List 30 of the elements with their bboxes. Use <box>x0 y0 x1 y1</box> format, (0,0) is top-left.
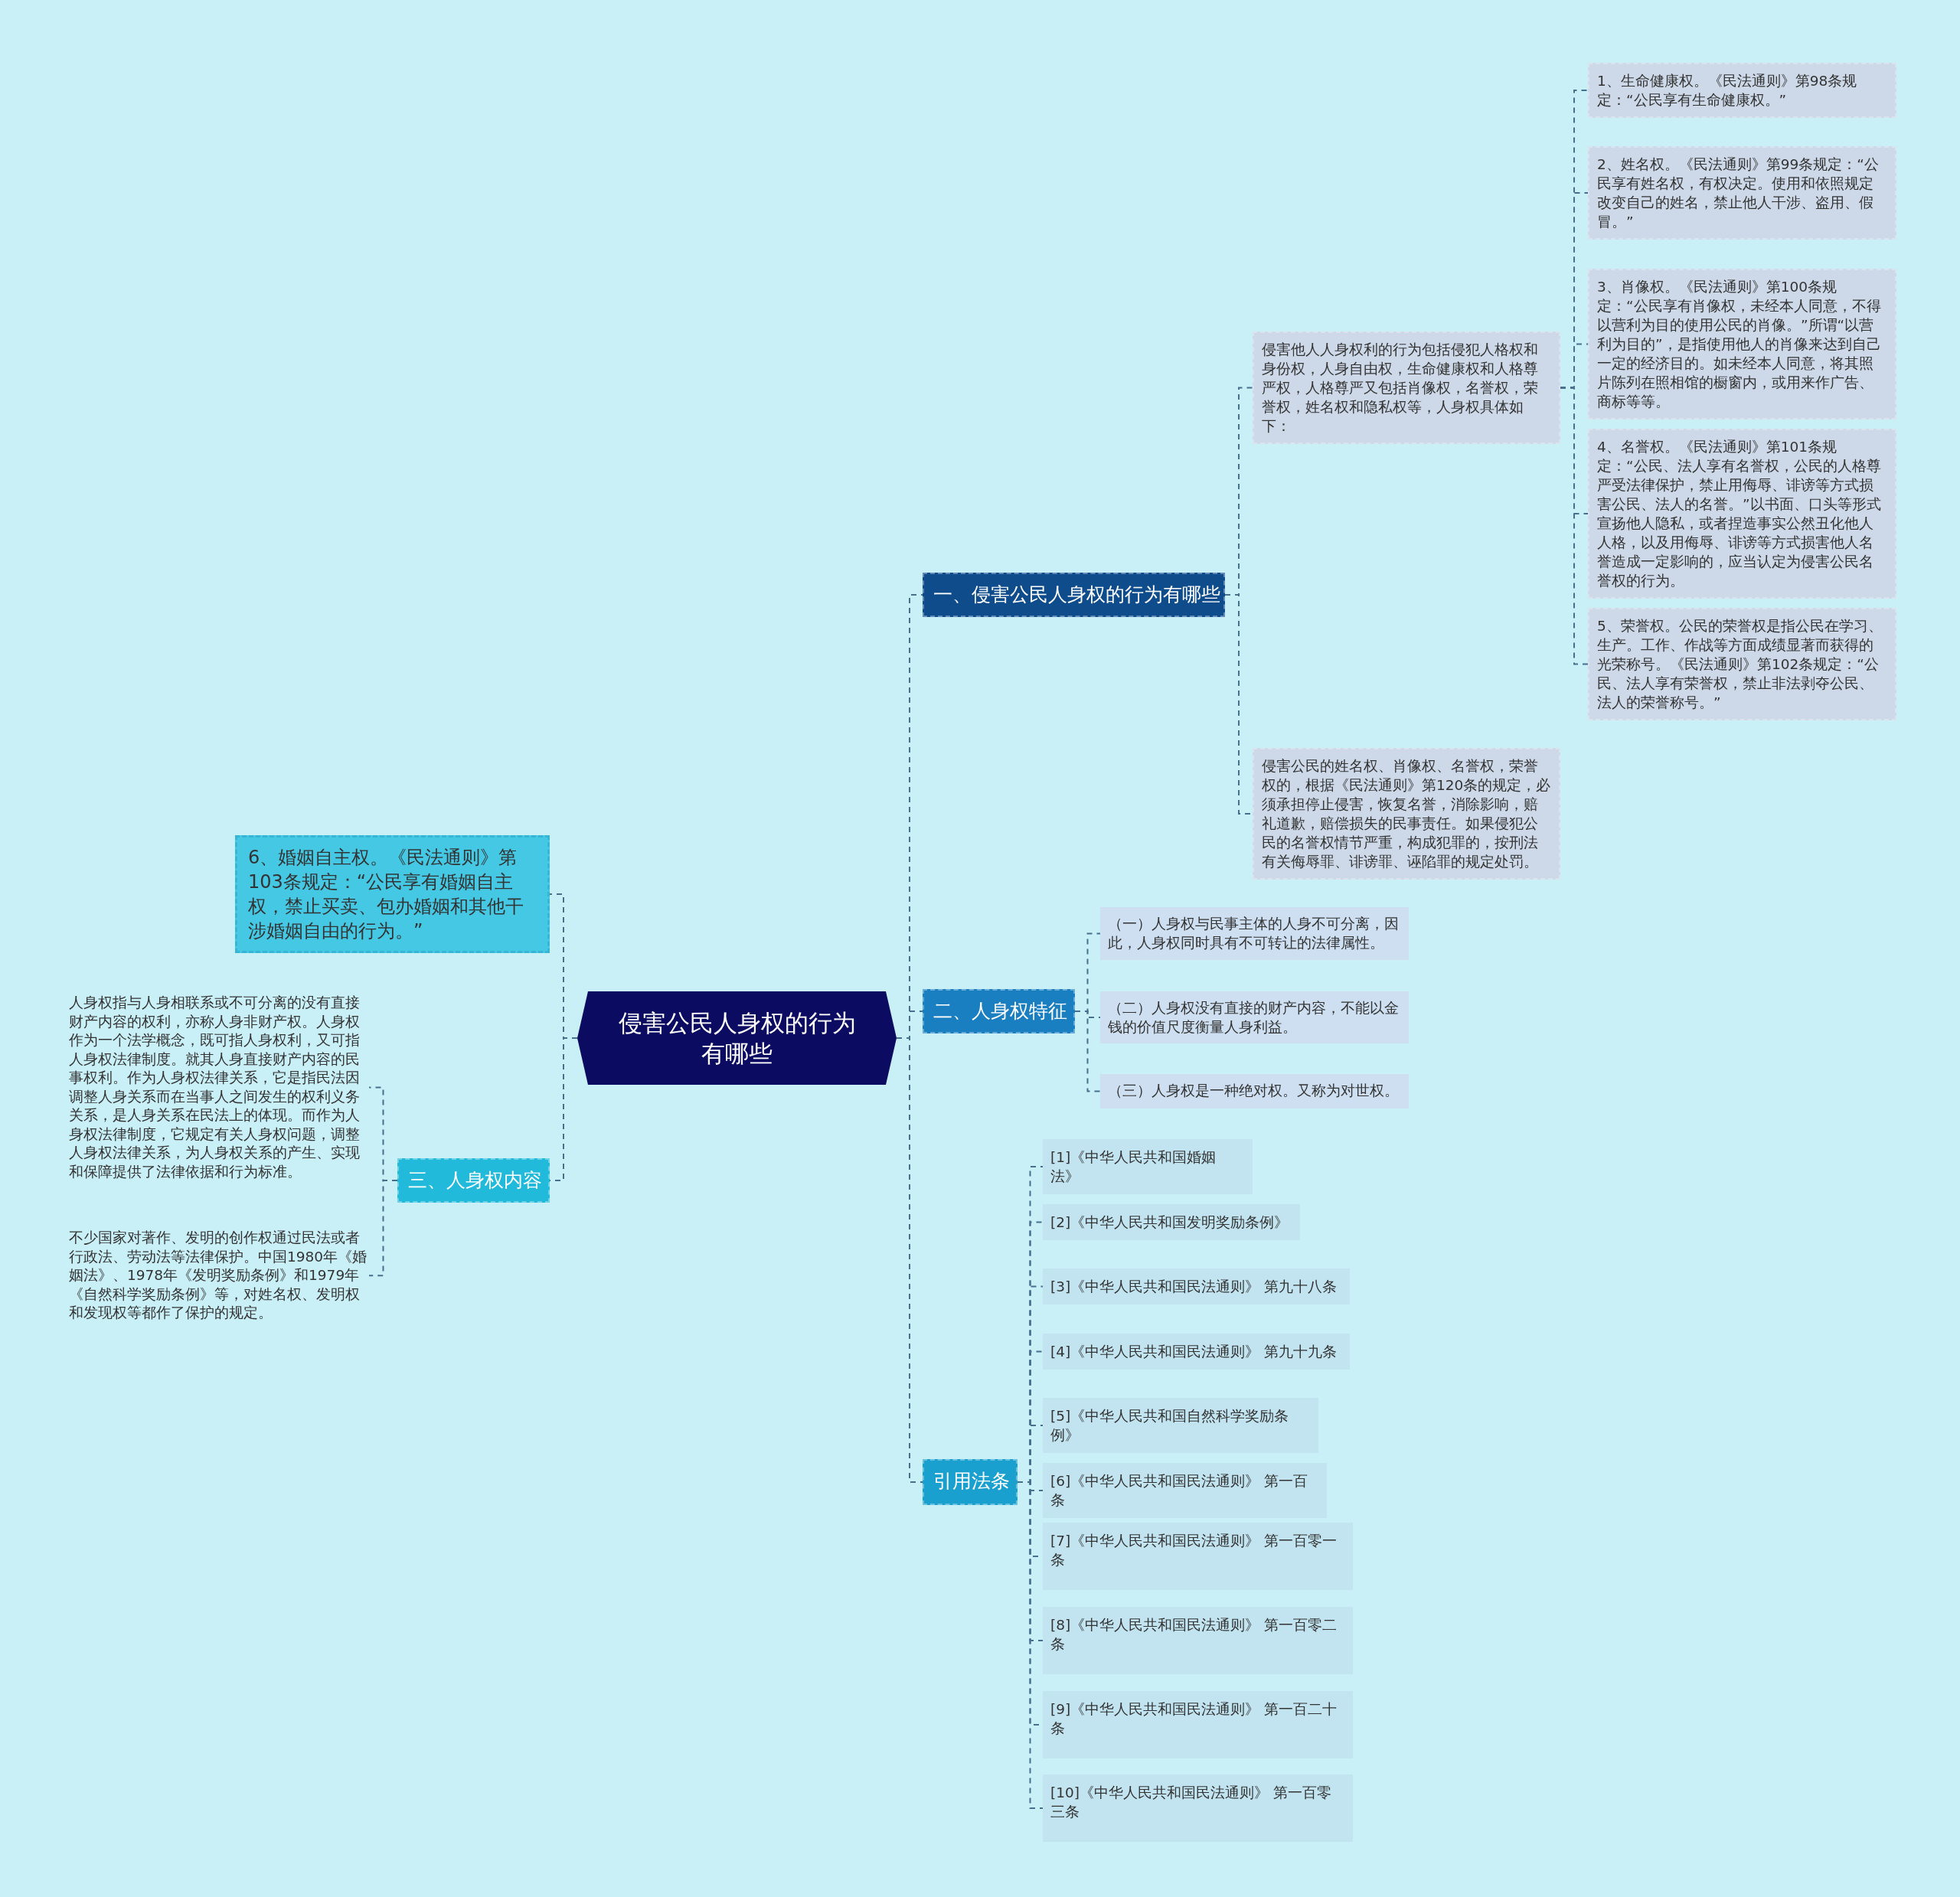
text-box: 2、姓名权。《民法通则》第99条规定：“公民享有姓名权，有权决定。使用和依照规定改变自己的姓名，禁止他人干涉、盗用、假冒。” <box>1588 146 1896 240</box>
reference-box: [10]《中华人民共和国民法通则》 第一百零三条 <box>1043 1775 1353 1842</box>
reference-box: [5]《中华人民共和国自然科学奖励条例》 <box>1043 1398 1318 1453</box>
text-box: 侵害他人人身权利的行为包括侵犯人格权和身份权，人身自由权，生命健康权和人格尊严权，人格尊严又包括肖像权，名誉权，荣誉权，姓名权和隐私权等，人身权具体如下： <box>1253 331 1560 444</box>
connector-line <box>368 1180 398 1277</box>
text-box: （一）人身权与民事主体的人身不可分离，因此，人身权同时具有不可转让的法律属性。 <box>1100 907 1409 960</box>
reference-box: [7]《中华人民共和国民法通则》 第一百零一条 <box>1043 1523 1353 1590</box>
reference-box: [4]《中华人民共和国民法通则》 第九十九条 <box>1043 1334 1350 1370</box>
note-text: 不少国家对著作、发明的创作权通过民法或者行政法、劳动法等法律保护。中国1980年《婚姻法》、1978年《发明奖励条例》和1979年《自然科学奖励条例》等，对姓名权、发明权和发现权等都作了保护的规定。 <box>69 1229 369 1323</box>
branch-box: 一、侵害公民人身权的行为有哪些 <box>923 573 1225 617</box>
branch-box: 三、人身权内容 <box>397 1158 550 1203</box>
text-box: （三）人身权是一种绝对权。又称为对世权。 <box>1100 1074 1409 1108</box>
text-box: 1、生命健康权。《民法通则》第98条规定：“公民享有生命健康权。” <box>1588 63 1896 118</box>
reference-box: [8]《中华人民共和国民法通则》 第一百零二条 <box>1043 1607 1353 1674</box>
reference-box: [1]《中华人民共和国婚姻法》 <box>1043 1139 1253 1194</box>
reference-box: [6]《中华人民共和国民法通则》 第一百条 <box>1043 1463 1327 1518</box>
reference-box: [2]《中华人民共和国发明奖励条例》 <box>1043 1204 1300 1240</box>
branch-box: 6、婚姻自主权。《民法通则》第103条规定：“公民享有婚姻自主权，禁止买卖、包办婚姻和其他干涉婚姻自由的行为。” <box>235 835 550 953</box>
reference-box: [3]《中华人民共和国民法通则》 第九十八条 <box>1043 1268 1350 1304</box>
reference-box: [9]《中华人民共和国民法通则》 第一百二十条 <box>1043 1691 1353 1758</box>
connector-line <box>1074 1011 1101 1092</box>
text-box: 3、肖像权。《民法通则》第100条规定：“公民享有肖像权，未经本人同意，不得以营利为目的使用公民的肖像。”所谓“以营利为目的”，是指使用他人的肖像来达到自己一定的经济目的。如未经本人同意，将其照片陈列在照相馆的橱窗内，或用来作广告、商标等等。 <box>1588 269 1896 420</box>
text-box: 5、荣誉权。公民的荣誉权是指公民在学习、生产。工作、作战等方面成绩显著而获得的光荣称号。《民法通则》第102条规定：“公民、法人享有荣誉权，禁止非法剥夺公民、法人的荣誉称号。” <box>1588 608 1896 720</box>
text-box: 侵害公民的姓名权、肖像权、名誉权，荣誉权的，根据《民法通则》第120条的规定，必须承担停止侵害，恢复名誉，消除影响，赔礼道歉，赔偿损失的民事责任。如果侵犯公民的名誉权情节严重，构成犯罪的，按刑法有关侮辱罪、诽谤罪、诬陷罪的规定处罚。 <box>1253 748 1560 880</box>
central-topic-box: 侵害公民人身权的行为有哪些 <box>577 991 897 1085</box>
branch-box: 二、人身权特征 <box>923 989 1075 1033</box>
note-text: 人身权指与人身相联系或不可分离的没有直接财产内容的权利，亦称人身非财产权。人身权作为一个法学概念，既可指人身权利，又可指人身权法律制度。就其人身直接财产内容的民事权利。作为人身权法律关系，它是指民法因调整人身关系而在当事人之间发生的权利义务关系，是人身关系在民法上的体现。而作为人身权法律制度，它规定有关人身权问题，调整人身权法律关系，为人身权关系的产生、实现和保障提供了法律依据和行为标准。 <box>69 994 369 1181</box>
text-box: （二）人身权没有直接的财产内容，不能以金钱的价值尺度衡量人身利益。 <box>1100 991 1409 1043</box>
text-box: 4、名誉权。《民法通则》第101条规定：“公民、法人享有名誉权，公民的人格尊严受法律保护，禁止用侮辱、诽谤等方式损害公民、法人的名誉。”以书面、口头等形式宣扬他人隐私，或者捏造事实公然丑化他人人格，以及用侮辱、诽谤等方式损害他人名誉造成一定影响的，应当认定为侵害公民名誉权的行为。 <box>1588 429 1896 599</box>
branch-box: 引用法条 <box>923 1459 1018 1505</box>
